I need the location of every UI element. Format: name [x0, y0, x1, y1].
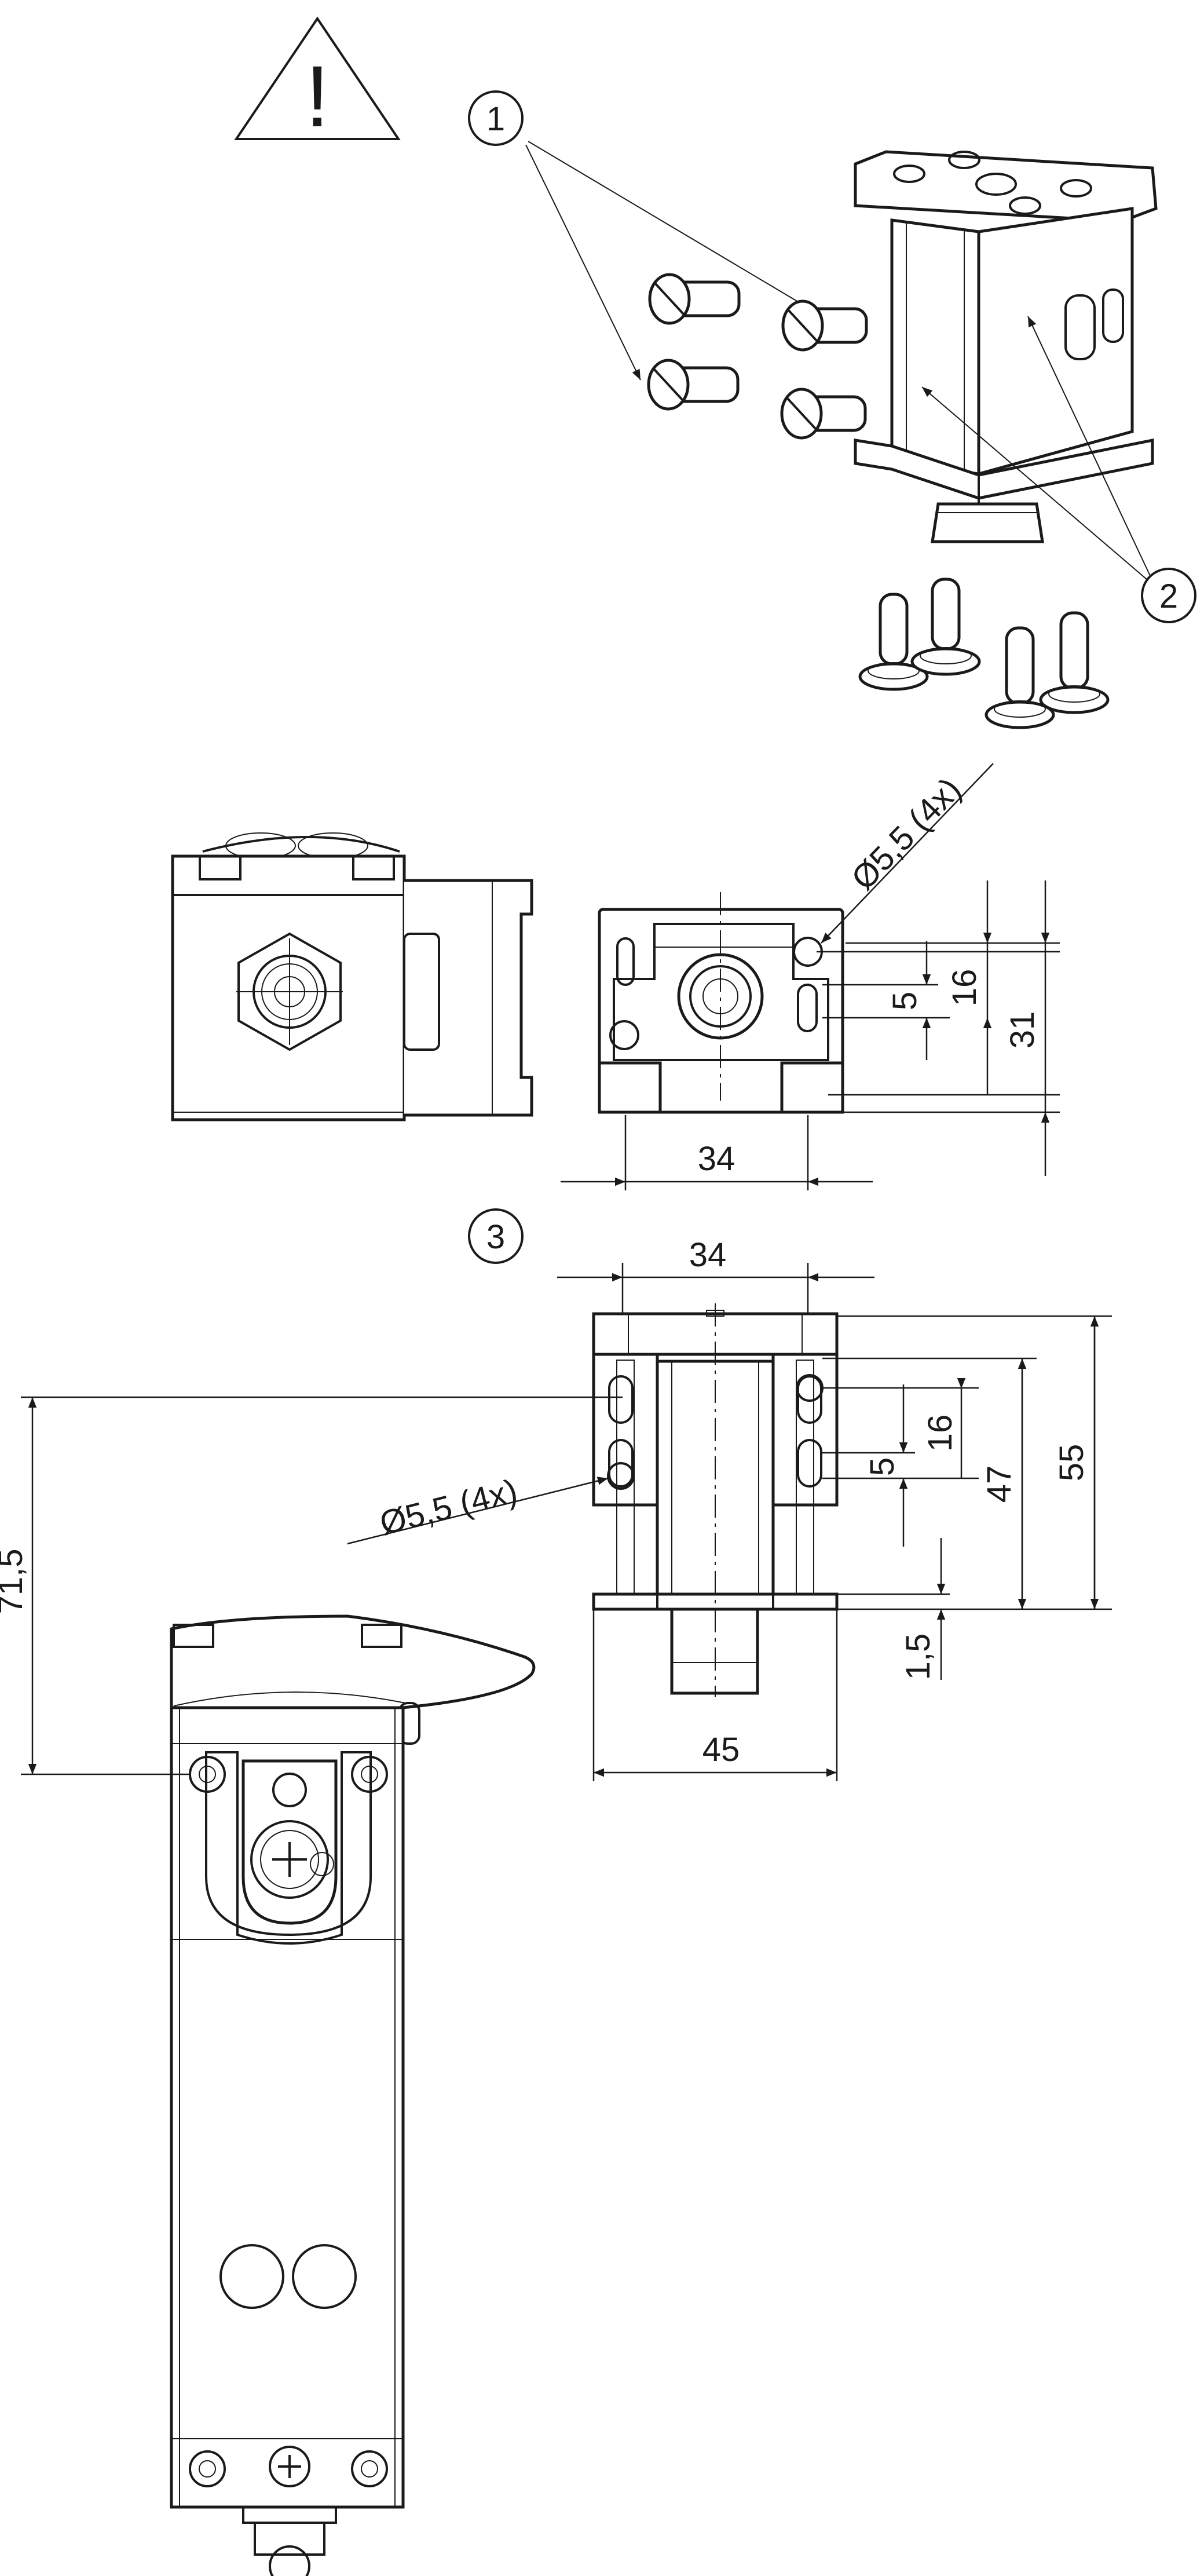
callout-3-label: 3	[486, 1218, 505, 1256]
switch-height-value: 71,5	[0, 1549, 30, 1614]
callout-1: 1	[468, 90, 833, 381]
switch-dimensions: 71,5	[0, 1396, 623, 1775]
section-hole-offset-value: 16	[946, 969, 983, 1007]
plate-base-width-value: 45	[702, 1731, 740, 1769]
section-height-value: 31	[1004, 1011, 1041, 1049]
callout-1-label: 1	[486, 100, 505, 138]
plate-inner-height-value: 47	[980, 1466, 1018, 1503]
safety-switch-front-view	[170, 1614, 536, 2576]
warning-icon: !	[234, 16, 401, 145]
section-hole-label: Ø5,5 (4x)	[844, 770, 969, 897]
fixing-screws-front	[647, 273, 868, 440]
bracket-section-view	[598, 892, 844, 1114]
callout-2-label: 2	[1159, 578, 1178, 615]
section-slot-value: 5	[886, 992, 924, 1010]
plate-top-width-value: 34	[689, 1236, 727, 1274]
mount-plate-front-view	[592, 1303, 839, 1697]
section-width-value: 34	[698, 1140, 735, 1178]
plate-overall-height-value: 55	[1053, 1444, 1090, 1482]
plate-hole-offset-value: 16	[921, 1415, 959, 1452]
callout-2: 2	[921, 316, 1196, 623]
mounting-bracket-isometric	[854, 150, 1158, 543]
warning-symbol: !	[305, 47, 330, 145]
plate-hole-label: Ø5,5 (4x)	[376, 1472, 521, 1543]
plate-slot-value: 5	[863, 1457, 901, 1476]
switch-top-view	[171, 832, 533, 1121]
plate-thickness-value: 1,5	[899, 1634, 937, 1680]
mounting-bolts	[858, 578, 1110, 729]
callout-3: 3	[468, 1208, 524, 1264]
